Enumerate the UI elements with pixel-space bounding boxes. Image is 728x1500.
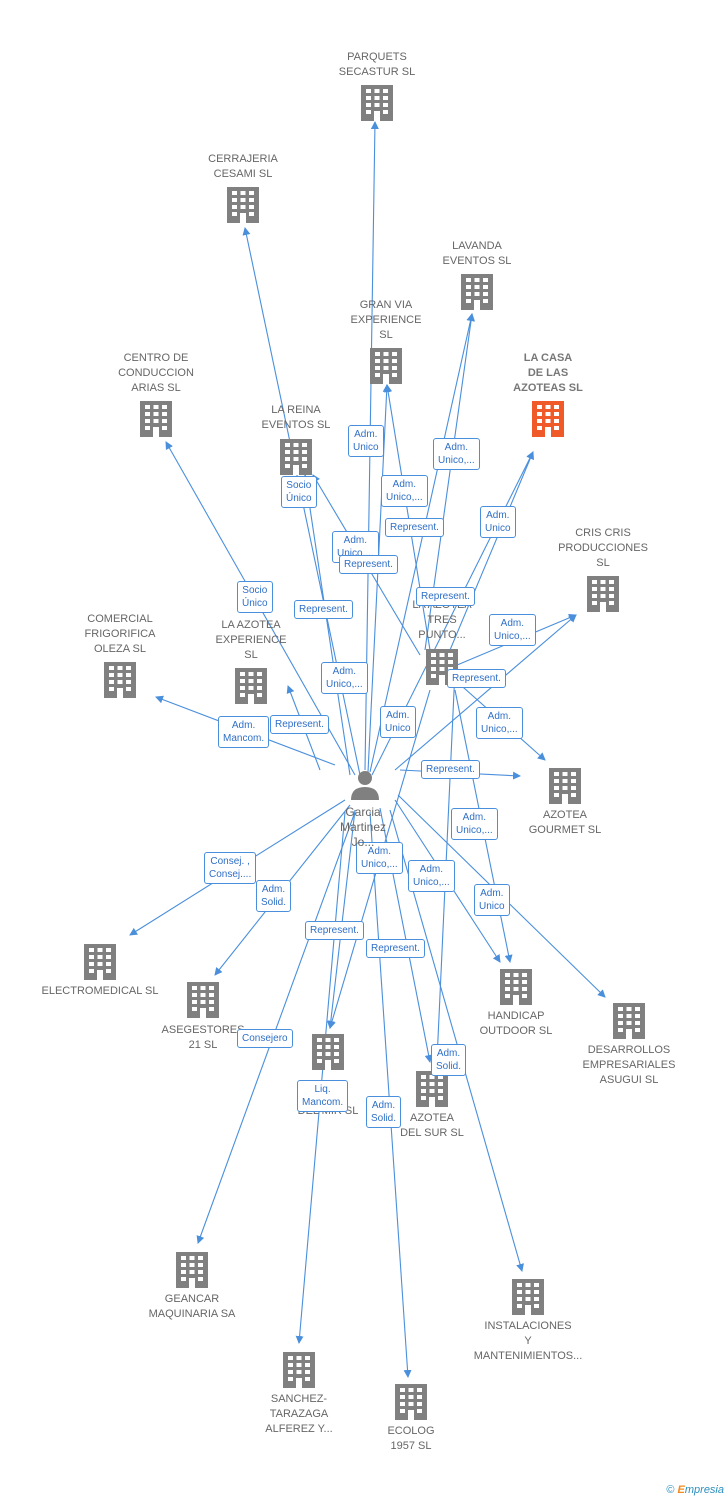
company-label-desarrollos[interactable]: DESARROLLOS EMPRESARIALES ASUGUI SL [582,1044,676,1086]
role-tag: Adm. Solid. [431,1044,467,1076]
relation-edge [449,451,534,651]
company-building-icon[interactable] [361,85,393,121]
footer-brand: © Empresia [666,1484,724,1496]
role-tag: Adm. Unico,... [433,438,480,470]
role-tag: Represent. [366,939,425,958]
role-tag: Adm. Solid. [366,1096,402,1128]
company-label-azexp[interactable]: LA AZOTEA EXPERIENCE SL [215,619,287,661]
role-tag: Adm. Solid. [256,880,292,912]
role-tag: Adm. Unico,... [408,860,455,892]
copyright-symbol: © [666,1484,675,1496]
company-building-icon[interactable] [187,982,219,1018]
role-tag: Consejero [237,1029,293,1048]
company-label-cerrajeria[interactable]: CERRAJERIA CESAMI SL [208,153,278,180]
role-tag: Represent. [421,760,480,779]
company-label-reina[interactable]: LA REINA EVENTOS SL [261,404,331,431]
company-label-instalaciones[interactable]: INSTALACIONES Y MANTENIMIENTOS... [473,1320,583,1362]
company-label-gourmet[interactable]: AZOTEA GOURMET SL [528,809,602,836]
role-tag: Represent. [294,600,353,619]
role-tag: Adm. Unico [348,425,384,457]
role-tag: Adm. Unico,... [321,662,368,694]
company-building-icon[interactable] [461,274,493,310]
relation-edge [302,474,351,776]
role-tag: Adm. Mancom. [218,716,270,748]
role-tag: Adm. Unico,... [489,614,536,646]
company-label-delsur[interactable]: AZOTEA DEL SUR SL [400,1112,464,1139]
company-building-icon[interactable] [227,187,259,223]
role-tag: Liq. Mancom. [297,1080,349,1112]
company-label-electro[interactable]: ELECTROMEDICAL SL [41,985,159,997]
company-building-icon[interactable] [312,1034,344,1070]
company-label-casa[interactable]: LA CASA DE LAS AZOTEAS SL [513,352,583,394]
role-tag: Adm. Unico,... [356,842,403,874]
company-label-centro[interactable]: CENTRO DE CONDUCCION ARIAS SL [118,352,194,394]
company-label-geancar[interactable]: GEANCAR MAQUINARIA SA [148,1293,236,1320]
role-tag: Socio Único [281,476,317,508]
role-tag: Represent. [385,518,444,537]
company-label-comercial[interactable]: COMERCIAL FRIGORIFICA OLEZA SL [84,613,156,655]
company-label-handicap[interactable]: HANDICAP OUTDOOR SL [479,1010,553,1037]
empresia-logo: Empresia [677,1484,724,1496]
role-tag: Adm. Unico [480,506,516,538]
company-building-icon[interactable] [532,401,564,437]
role-tag: Adm. Unico,... [476,707,523,739]
company-building-icon[interactable] [395,1384,427,1420]
company-building-icon[interactable] [84,944,116,980]
company-label-cris[interactable]: CRIS CRIS PRODUCCIONES SL [558,527,648,569]
relation-edge [326,809,356,1029]
role-tag: Socio Único [237,581,273,613]
role-tag: Consej. , Consej.... [204,852,257,884]
role-tag: Represent. [305,921,364,940]
company-building-icon[interactable] [235,668,267,704]
company-label-granvia[interactable]: GRAN VIA EXPERIENCE SL [350,299,422,341]
company-building-icon[interactable] [613,1003,645,1039]
company-label-asegestores[interactable]: ASEGESTORES 21 SL [161,1024,245,1051]
role-tag: Represent. [339,555,398,574]
role-tag: Represent. [270,715,329,734]
company-building-icon[interactable] [370,348,402,384]
relation-edge [394,614,577,771]
company-label-sanchez[interactable]: SANCHEZ- TARAZAGA ALFEREZ Y... [265,1393,333,1435]
company-label-parquets[interactable]: PARQUETS SECASTUR SL [338,51,416,78]
role-tag: Adm. Unico,... [451,808,498,840]
role-tag: Represent. [416,587,475,606]
company-building-icon[interactable] [140,401,172,437]
company-building-icon[interactable] [416,1071,448,1107]
relation-edge [369,811,412,1378]
person-name[interactable]: Garcia Martinez Jo... [339,805,386,849]
company-building-icon[interactable] [587,576,619,612]
company-building-icon[interactable] [549,768,581,804]
company-building-icon[interactable] [104,662,136,698]
role-tag: Adm. Unico,... [381,475,428,507]
company-label-lavanda[interactable]: LAVANDA EVENTOS SL [442,240,512,267]
company-building-icon[interactable] [280,439,312,475]
role-tag: Adm. Unico [474,884,510,916]
relation-edge [367,384,391,773]
role-tag: Adm. Unico [380,706,416,738]
company-building-icon[interactable] [500,969,532,1005]
relation-edge [196,811,356,1244]
role-tag: Represent. [447,669,506,688]
relation-edge [369,313,475,773]
company-building-icon[interactable] [512,1279,544,1315]
company-building-icon[interactable] [176,1252,208,1288]
relation-edge [295,811,346,1344]
person-icon[interactable] [351,771,379,800]
company-label-ecolog[interactable]: ECOLOG 1957 SL [387,1425,435,1452]
company-building-icon[interactable] [283,1352,315,1388]
